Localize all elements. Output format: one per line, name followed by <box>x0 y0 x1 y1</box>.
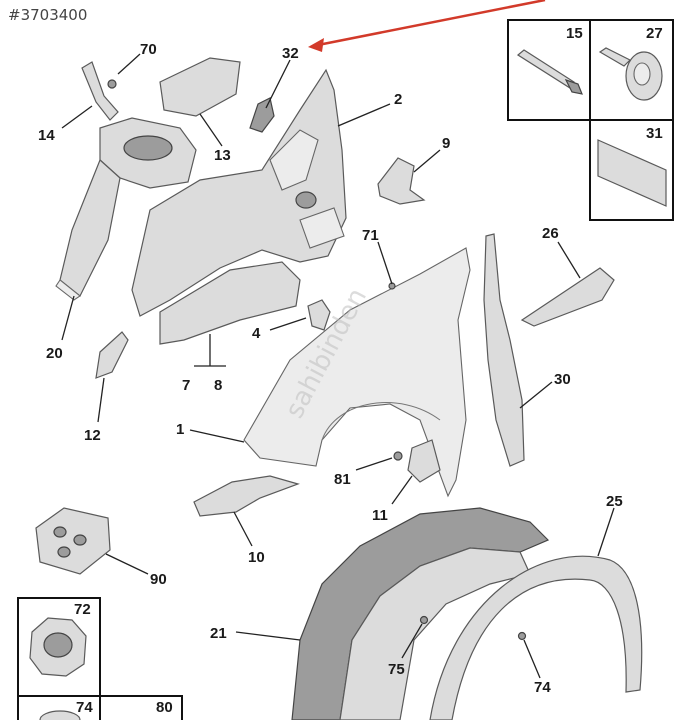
arch-trim-25-part <box>429 555 643 720</box>
leader-lines <box>61 53 615 679</box>
bracket-13-part <box>159 57 241 117</box>
fastener-box-group-top <box>507 19 674 221</box>
callout-9: 9 <box>442 135 450 152</box>
callout-30: 30 <box>554 371 571 388</box>
callout-11: 11 <box>372 507 388 524</box>
screw-75-part <box>419 615 429 625</box>
clip-32-part <box>249 97 275 133</box>
callout-27: 27 <box>646 25 663 42</box>
callout-14: 14 <box>38 127 55 144</box>
callout-26: 26 <box>542 225 559 242</box>
callout-10: 10 <box>248 549 265 566</box>
wheel-liner-21-part <box>291 507 550 720</box>
front-fender-1-part <box>243 247 471 498</box>
callout-7: 7 <box>182 377 190 394</box>
callout-13: 13 <box>214 147 231 164</box>
screw-15-part <box>516 49 583 95</box>
bracket-12-part <box>95 331 129 379</box>
push-pin-27-part <box>598 47 663 101</box>
callout-31: 31 <box>646 125 663 142</box>
callout-4: 4 <box>252 325 261 342</box>
strut-tower-20-part <box>55 117 197 301</box>
callout-74: 74 <box>534 679 551 696</box>
fastener-box-group-bottom <box>17 597 183 720</box>
foam-pad-31-part <box>597 139 667 207</box>
callout-72: 72 <box>74 601 91 618</box>
callout-15: 15 <box>566 25 583 42</box>
bracket-14-part <box>81 61 119 121</box>
box-80 <box>99 695 183 720</box>
callout-80: 80 <box>156 699 173 716</box>
callout-74b: 74 <box>76 699 93 716</box>
bracket-9-part <box>377 157 426 205</box>
screw-74-part <box>517 631 527 641</box>
rail-7-8-part <box>159 261 301 345</box>
callout-1: 1 <box>176 421 184 438</box>
bracket-10-part <box>193 475 300 517</box>
callout-21: 21 <box>210 625 227 642</box>
bracket-30-part <box>483 233 525 467</box>
callout-2: 2 <box>394 91 402 108</box>
callout-70: 70 <box>140 41 157 58</box>
callout-20: 20 <box>46 345 63 362</box>
nut-72-part <box>29 617 87 677</box>
callout-75: 75 <box>388 661 405 678</box>
trim-26-part <box>520 267 615 327</box>
callout-90: 90 <box>150 571 167 588</box>
bracket-4-part <box>307 299 331 331</box>
callout-32: 32 <box>282 45 299 62</box>
callout-25: 25 <box>606 493 623 510</box>
callout-81: 81 <box>334 471 351 488</box>
screw-81-part <box>393 451 403 461</box>
callout-71: 71 <box>362 227 379 244</box>
red-pointer-arrow <box>308 0 546 52</box>
callout-8: 8 <box>214 377 222 394</box>
side-member-2-part <box>131 68 347 317</box>
bracket-11-part <box>407 439 441 483</box>
reference-number: #3703400 <box>8 6 88 24</box>
nut-74-part <box>39 710 81 720</box>
callout-labels: 70 14 13 32 2 9 15 27 31 71 26 20 4 7 8 … <box>38 25 663 716</box>
callout-12: 12 <box>84 427 101 444</box>
clip-box-90-part <box>35 507 111 575</box>
